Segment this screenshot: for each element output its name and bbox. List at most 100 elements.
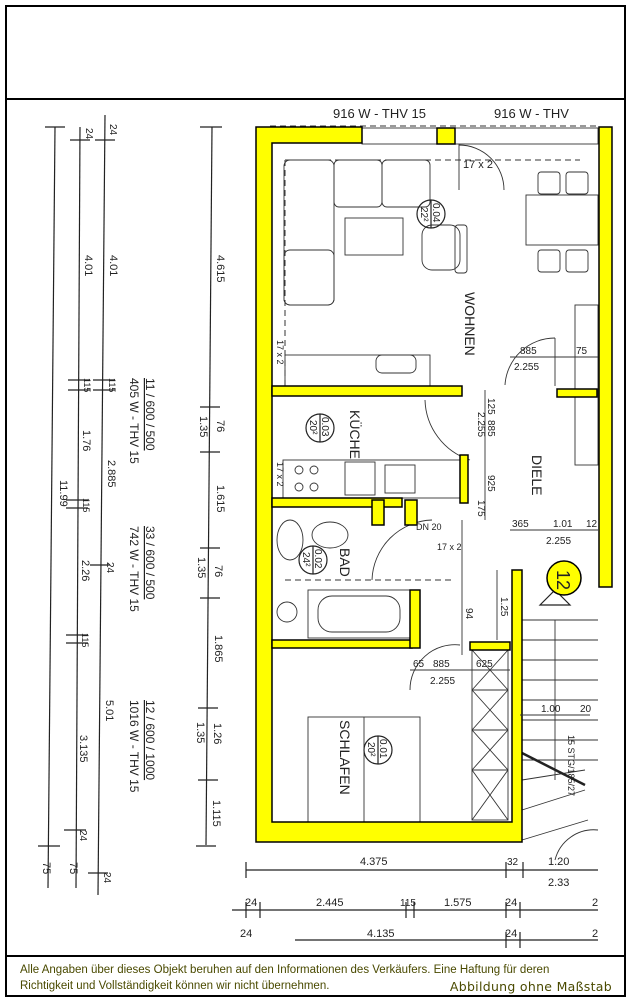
dim: 115 <box>82 378 92 392</box>
room-number: 0.02 <box>312 549 323 569</box>
dim: 24 <box>77 830 88 842</box>
dim: 365 <box>512 519 529 530</box>
dim: 115 <box>107 378 117 392</box>
dim: 2.33 <box>548 877 569 889</box>
window-spec-bottom: 742 W - THV 15 <box>127 526 141 612</box>
dim: 4.375 <box>360 856 388 868</box>
dim: 2.255 <box>546 536 571 547</box>
dim: 1.865 <box>212 635 224 663</box>
dim: 2.26 <box>79 560 91 581</box>
dim: 17 x 2 <box>275 340 285 365</box>
dim-outer-75: 75 <box>40 862 52 874</box>
dim: 76 <box>212 565 224 577</box>
header-box <box>5 5 624 100</box>
dim: 4.01 <box>82 255 94 276</box>
dim: 1.00 <box>541 704 561 715</box>
dim: 115 <box>80 633 90 647</box>
dim: 1.115 <box>210 800 222 827</box>
dim: 1.575 <box>444 897 472 909</box>
dim: 17 x 2 <box>463 159 493 171</box>
top-window-label: 916 W - THV 15 <box>333 106 426 121</box>
room-label-kueche: KÜCHE <box>347 410 364 459</box>
dim: 2 <box>592 897 598 909</box>
bottom-dimensions: 4.375 32 1.20 2.33 24 2.445 115 1.575 24… <box>232 856 598 948</box>
left-dimension-lines <box>38 114 222 896</box>
scale-note: Abbildung ohne Maßstab <box>449 979 612 994</box>
window-spec-top: 11 / 600 / 500 <box>143 378 157 451</box>
dim: 1.26 <box>211 723 223 744</box>
dim: 76 <box>214 420 226 432</box>
room-area: 22² <box>418 207 429 222</box>
disclaimer-line-1: Alle Angaben über dieses Objekt beruhen … <box>20 964 550 976</box>
room-number: 0.01 <box>377 739 388 759</box>
dim: 2.255 <box>430 676 455 687</box>
page-frame <box>5 5 626 997</box>
unit-number-badge <box>546 560 582 596</box>
dim: 1.35 <box>195 557 207 578</box>
dim: 24 <box>245 897 257 909</box>
dim: 32 <box>507 857 519 868</box>
top-window-label: 916 W - THV <box>494 106 569 121</box>
dim: 115 <box>400 898 416 909</box>
stair-spec: 15 STG/185/27 <box>566 735 576 796</box>
dim: 2 <box>592 928 598 940</box>
dim: 24 <box>505 928 517 940</box>
dim: 175 <box>475 500 486 517</box>
dim: 2.885 <box>105 460 117 488</box>
window-spec-bottom: 1016 W - THV 15 <box>127 700 141 793</box>
dim: 1.01 <box>553 519 573 530</box>
room-label-schlafen: SCHLAFEN <box>337 720 353 795</box>
dim: 925 <box>485 475 496 492</box>
dim: 625 <box>476 659 493 670</box>
room-area: 24² <box>300 552 311 567</box>
dim: 5.01 <box>103 700 115 721</box>
window-spec-top: 33 / 600 / 500 <box>143 526 157 600</box>
window-specs: 11 / 600 / 500 405 W - THV 15 33 / 600 /… <box>127 378 157 793</box>
dim: 20 <box>580 704 592 715</box>
dim: 3.135 <box>77 735 89 763</box>
dim: 115 <box>81 498 91 512</box>
dim: 4.615 <box>214 255 226 283</box>
dim: 24 <box>107 124 118 136</box>
dim: 24 <box>83 128 94 140</box>
dim: 125 <box>485 398 496 415</box>
dim: 1.615 <box>214 485 226 513</box>
disclaimer-line-2: Richtigkeit und Vollständigkeit können w… <box>20 980 330 992</box>
dim: 1.35 <box>194 722 206 743</box>
interior-lines <box>270 125 600 861</box>
walls <box>255 126 613 843</box>
dim: 885 <box>520 346 537 357</box>
window-spec-top: 12 / 600 / 1000 <box>143 700 157 780</box>
floor-plan-drawing: 11.99 75 24 4.01 115 1.76 115 2.26 115 3… <box>38 106 613 948</box>
room-number: 0.03 <box>319 417 330 437</box>
floor-plan: 11.99 75 24 4.01 115 1.76 115 2.26 115 3… <box>7 100 624 955</box>
dim: 2.445 <box>316 897 344 909</box>
dim: 885 <box>433 659 450 670</box>
room-labels: WOHNEN KÜCHE BAD SCHLAFEN DIELE <box>337 292 545 795</box>
dim: 75 <box>576 346 588 357</box>
dim: 24 <box>104 562 115 574</box>
dim: 4.135 <box>367 928 395 940</box>
dim: 1.20 <box>548 856 569 868</box>
room-label-wohnen: WOHNEN <box>462 292 478 356</box>
dim: 24 <box>505 897 517 909</box>
disclaimer-footer: Alle Angaben über dieses Objekt beruhen … <box>7 955 626 997</box>
room-area: 20² <box>365 742 376 757</box>
dim: 17 x 2 <box>275 462 285 487</box>
dim: 94 <box>463 608 474 620</box>
inner-dimensions: 885 75 2.255 125 885 2.255 925 175 365 1… <box>275 159 598 796</box>
dim: 1.76 <box>80 430 92 451</box>
dim: 17 x 2 <box>437 542 462 552</box>
dim: 24 <box>101 872 112 884</box>
dim: 65 <box>413 659 425 670</box>
dim: 4.01 <box>107 255 119 276</box>
dim: 1.25 <box>498 597 509 617</box>
unit-number: 12 <box>553 570 573 590</box>
dim: 885 <box>485 420 496 437</box>
dim: 24 <box>240 928 252 940</box>
left-dimension-labels: 11.99 75 24 4.01 115 1.76 115 2.26 115 3… <box>40 124 226 884</box>
room-number-badges: 0.04 22² 0.03 20² 0.02 24² 0.01 20² <box>298 199 446 765</box>
dim: 1.35 <box>197 416 209 437</box>
dim: 2.255 <box>475 412 486 437</box>
dim: DN 20 <box>416 522 442 532</box>
